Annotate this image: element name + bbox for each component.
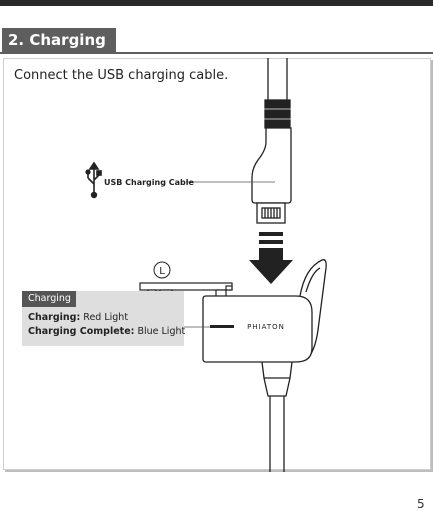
insert-arrow [249, 232, 293, 284]
left-marker-text: L [159, 266, 165, 277]
usb-cable [251, 58, 292, 224]
lower-cable [261, 361, 293, 472]
usb-icon [85, 161, 102, 199]
usb-cable-label: USB Charging Cable [104, 178, 194, 187]
page-number: 5 [417, 497, 425, 511]
earbud-body [202, 295, 313, 363]
illustration-panel [3, 58, 431, 470]
charging-complete-line: Charging Complete: Blue Light [28, 326, 185, 337]
charging-key: Charging: [28, 312, 81, 323]
charging-complete-key: Charging Complete: [28, 326, 135, 337]
charging-complete-value: Blue Light [134, 326, 186, 337]
brand-logo: PHIATON [247, 323, 285, 331]
left-marker [153, 261, 171, 279]
charging-status-line: Charging: Red Light [28, 312, 128, 323]
led-indicator [210, 325, 234, 328]
section-underline [0, 52, 433, 54]
charging-value: Red Light [80, 312, 129, 323]
earbud-hook [299, 259, 327, 361]
top-rule [0, 0, 433, 6]
instruction-text: Connect the USB charging cable. [14, 68, 229, 83]
section-title: 2. Charging [2, 28, 116, 53]
charging-info-box: Charging Charging: Red Light Charging Co… [22, 291, 185, 346]
charging-box-title: Charging [22, 291, 76, 307]
